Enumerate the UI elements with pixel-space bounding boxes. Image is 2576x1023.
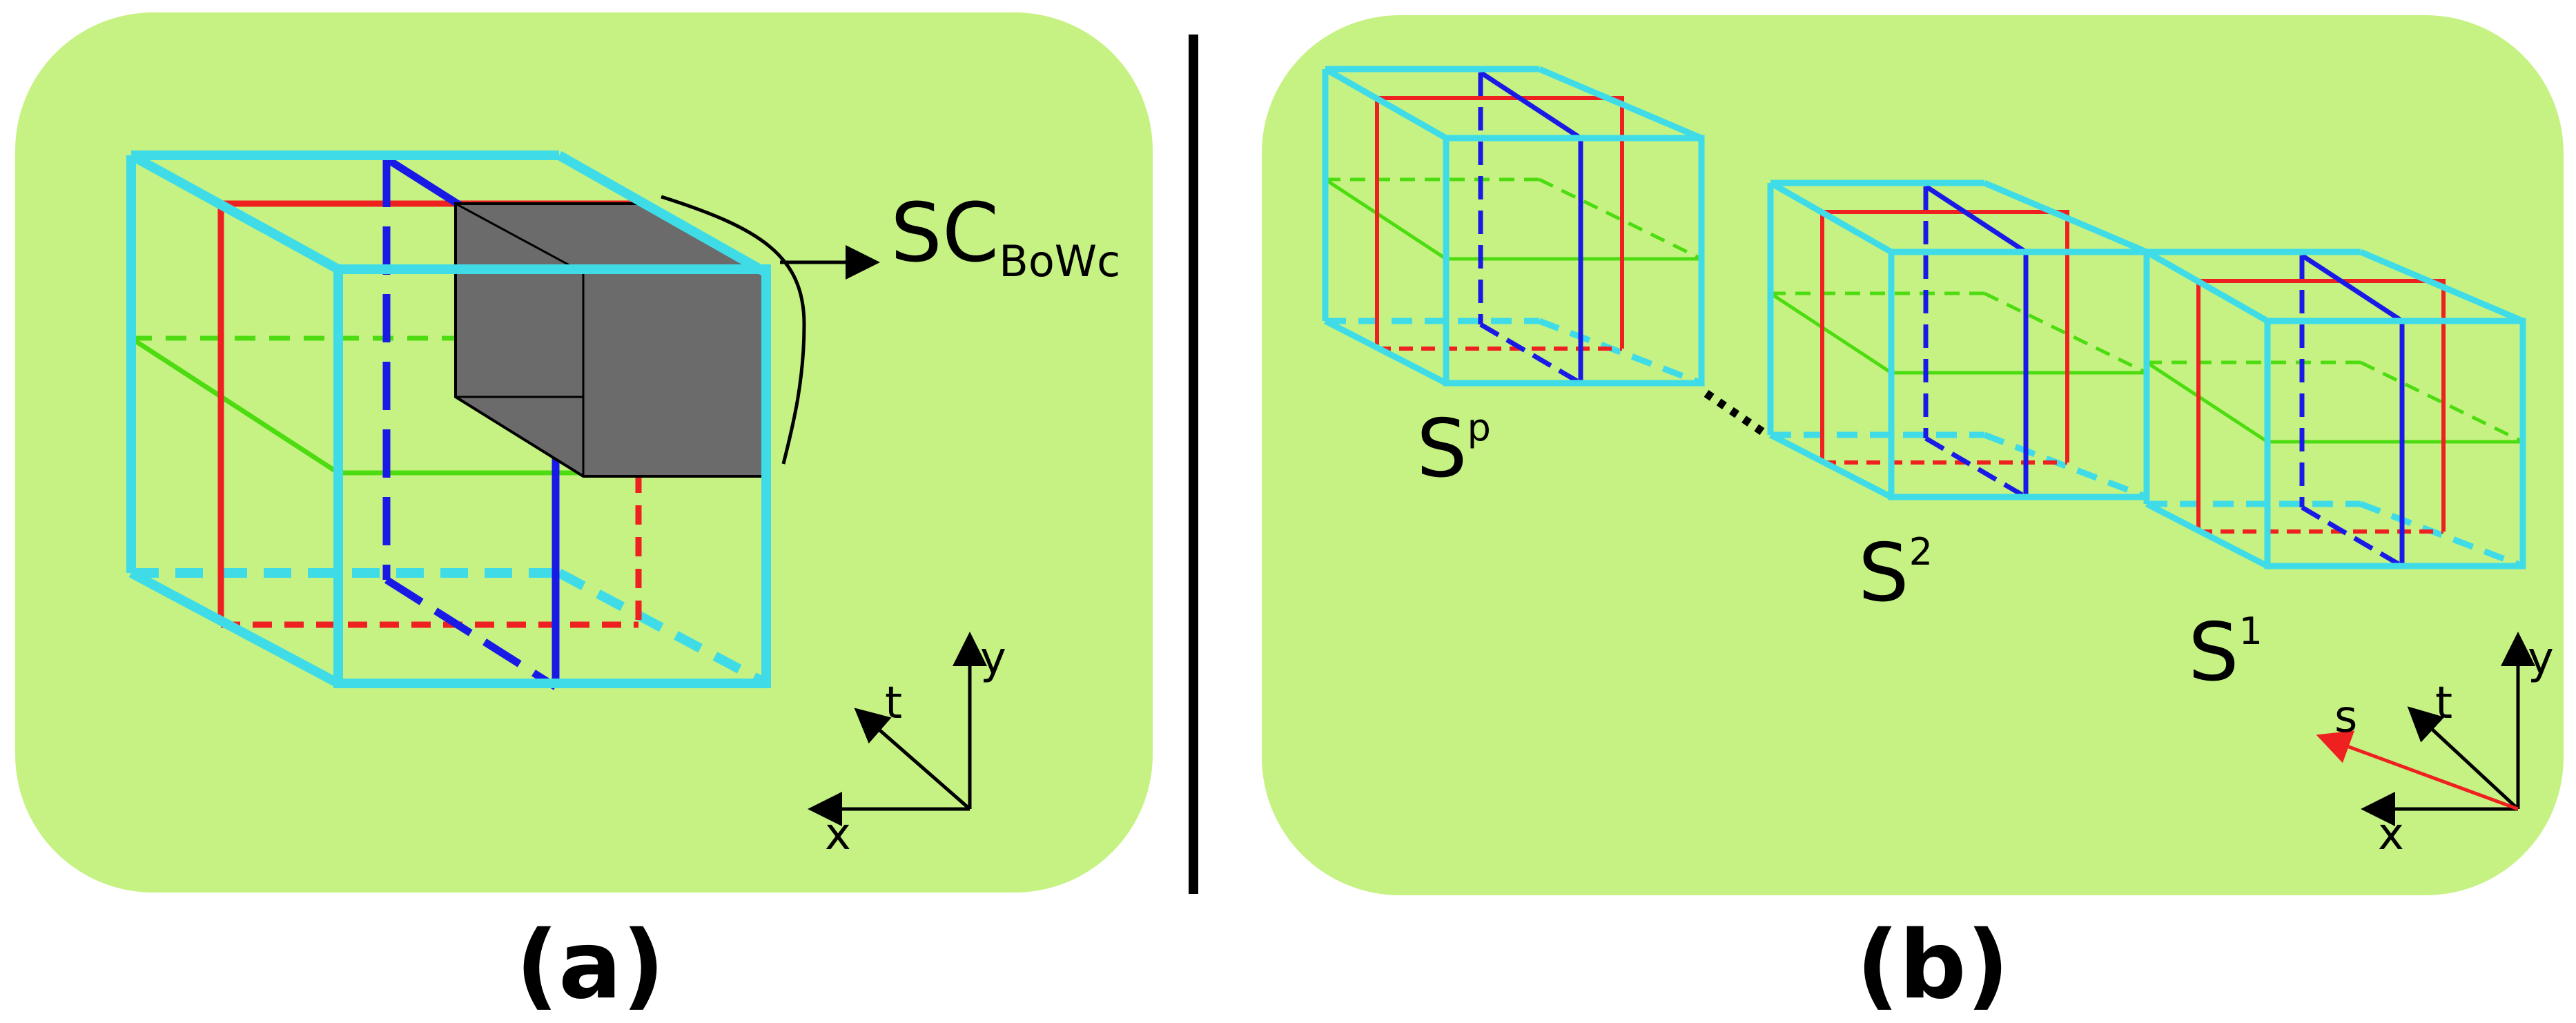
axis-y-label: y — [980, 633, 1006, 684]
sequence-label-s1: S1 — [2188, 606, 2263, 699]
subcube-label: SCBoWc — [890, 185, 1120, 286]
cube-s2 — [1767, 179, 2150, 500]
axis-t-label: t — [885, 678, 902, 729]
sequence-ellipsis — [1704, 390, 1770, 438]
panel-a-axes: y x t — [808, 632, 1006, 860]
axis-x-label: x — [2378, 809, 2404, 860]
caption-a: (a) — [516, 911, 665, 1020]
axis-t-label: t — [2435, 678, 2452, 729]
panel-b-axes: y x t s — [2316, 632, 2554, 860]
sequence-label-s2: S2 — [1858, 527, 1933, 620]
panel-a-cube — [126, 150, 771, 690]
cube-s1 — [2143, 249, 2526, 569]
caption-b: (b) — [1856, 911, 2009, 1020]
subcube-bracket — [661, 195, 806, 465]
axis-x-label: x — [825, 809, 851, 860]
axis-y-label: y — [2528, 633, 2554, 684]
axis-s-label: s — [2334, 692, 2357, 743]
panel-divider — [1189, 35, 1198, 894]
sequence-label-sp: Sp — [1416, 402, 1491, 496]
cube-sp — [1322, 66, 1705, 387]
panel-b-background — [1262, 15, 2564, 895]
